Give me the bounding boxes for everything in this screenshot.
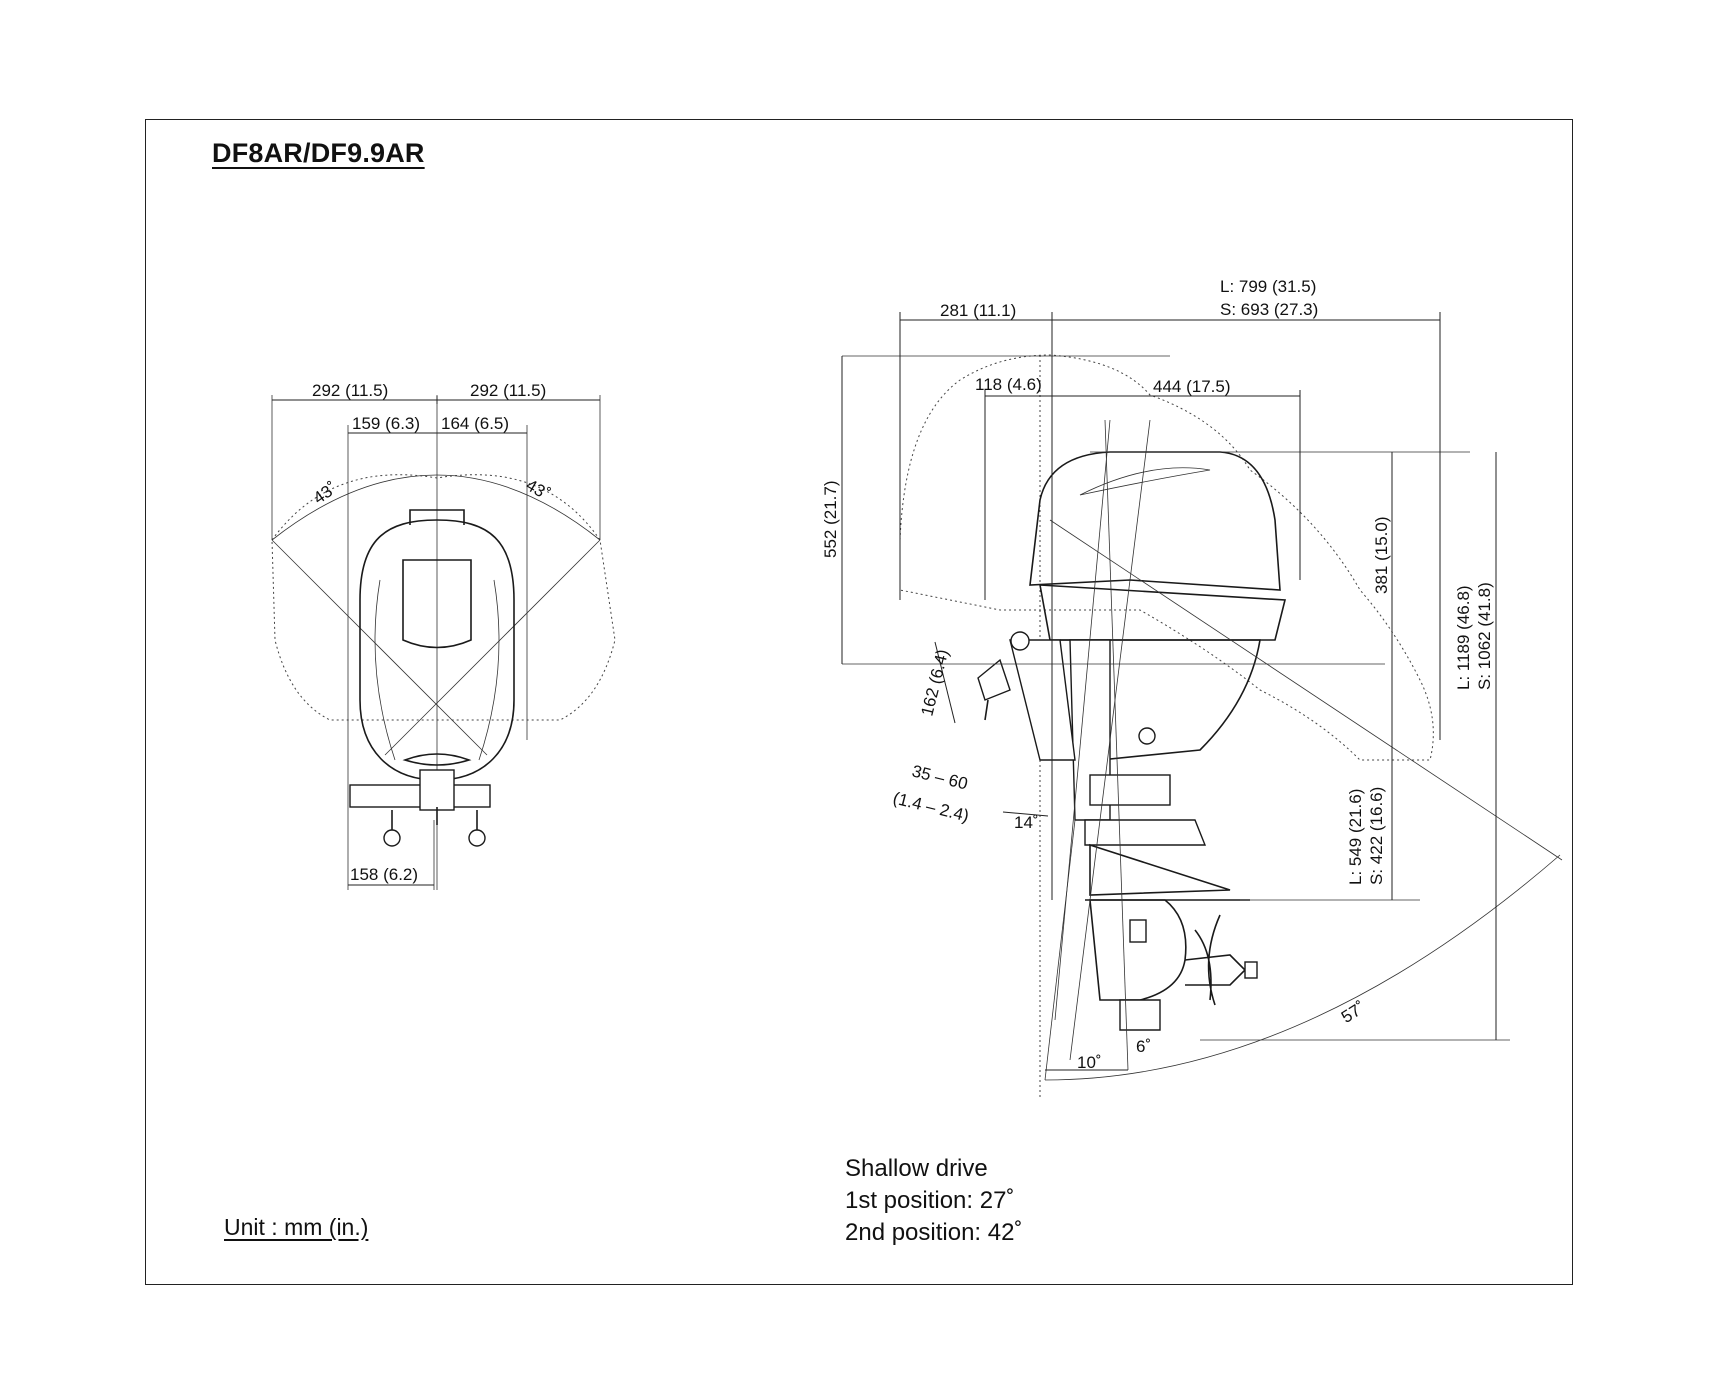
transom-range-mm: 35 – 60 xyxy=(910,761,970,793)
front-width-left: 292 (11.5) xyxy=(312,381,388,400)
cowl-height: 381 (15.0) xyxy=(1372,517,1391,595)
front-inner-right: 164 (6.5) xyxy=(441,414,509,433)
transom-angle: 14˚ xyxy=(1014,813,1039,832)
unit-label: Unit : mm (in.) xyxy=(224,1214,369,1240)
front-view xyxy=(271,395,616,890)
trim-angle-rear: 6˚ xyxy=(1136,1037,1151,1056)
length-short: S: 693 (27.3) xyxy=(1220,300,1318,319)
front-bracket-width: 158 (6.2) xyxy=(350,865,418,884)
shallow-drive-heading: Shallow drive xyxy=(845,1155,988,1182)
front-angle-left: 43˚ xyxy=(310,478,341,508)
transom-range-in: (1.4 – 2.4) xyxy=(891,788,971,825)
total-height-long: L: 1189 (46.8) xyxy=(1454,585,1473,690)
side-view xyxy=(841,312,1563,1100)
tiller-offset: 118 (4.6) xyxy=(975,375,1042,394)
rear-length: 281 (11.1) xyxy=(940,301,1016,320)
trim-angle-fwd: 10˚ xyxy=(1077,1053,1102,1072)
tilt-height: 552 (21.7) xyxy=(821,481,840,559)
tilt-angle: 57˚ xyxy=(1338,998,1369,1027)
shallow-drive-first: 1st position: 27˚ xyxy=(845,1187,1015,1214)
cowl-length: 444 (17.5) xyxy=(1153,377,1231,396)
front-width-right: 292 (11.5) xyxy=(470,381,546,400)
shallow-drive-second: 2nd position: 42˚ xyxy=(845,1219,1023,1246)
shaft-long: L: 549 (21.6) xyxy=(1346,789,1365,885)
length-long: L: 799 (31.5) xyxy=(1220,277,1316,296)
drawing-title: DF8AR/DF9.9AR xyxy=(212,138,425,168)
shaft-short: S: 422 (16.6) xyxy=(1367,787,1386,885)
total-height-short: S: 1062 (41.8) xyxy=(1475,582,1494,690)
shallow-drive-note: Shallow drive 1st position: 27˚ 2nd posi… xyxy=(845,1153,1022,1249)
clamp-height: 162 (6.4) xyxy=(917,647,952,718)
front-inner-left: 159 (6.3) xyxy=(352,414,420,433)
side-engine-cowl xyxy=(1029,451,1281,591)
drawing-frame xyxy=(145,119,1573,1285)
